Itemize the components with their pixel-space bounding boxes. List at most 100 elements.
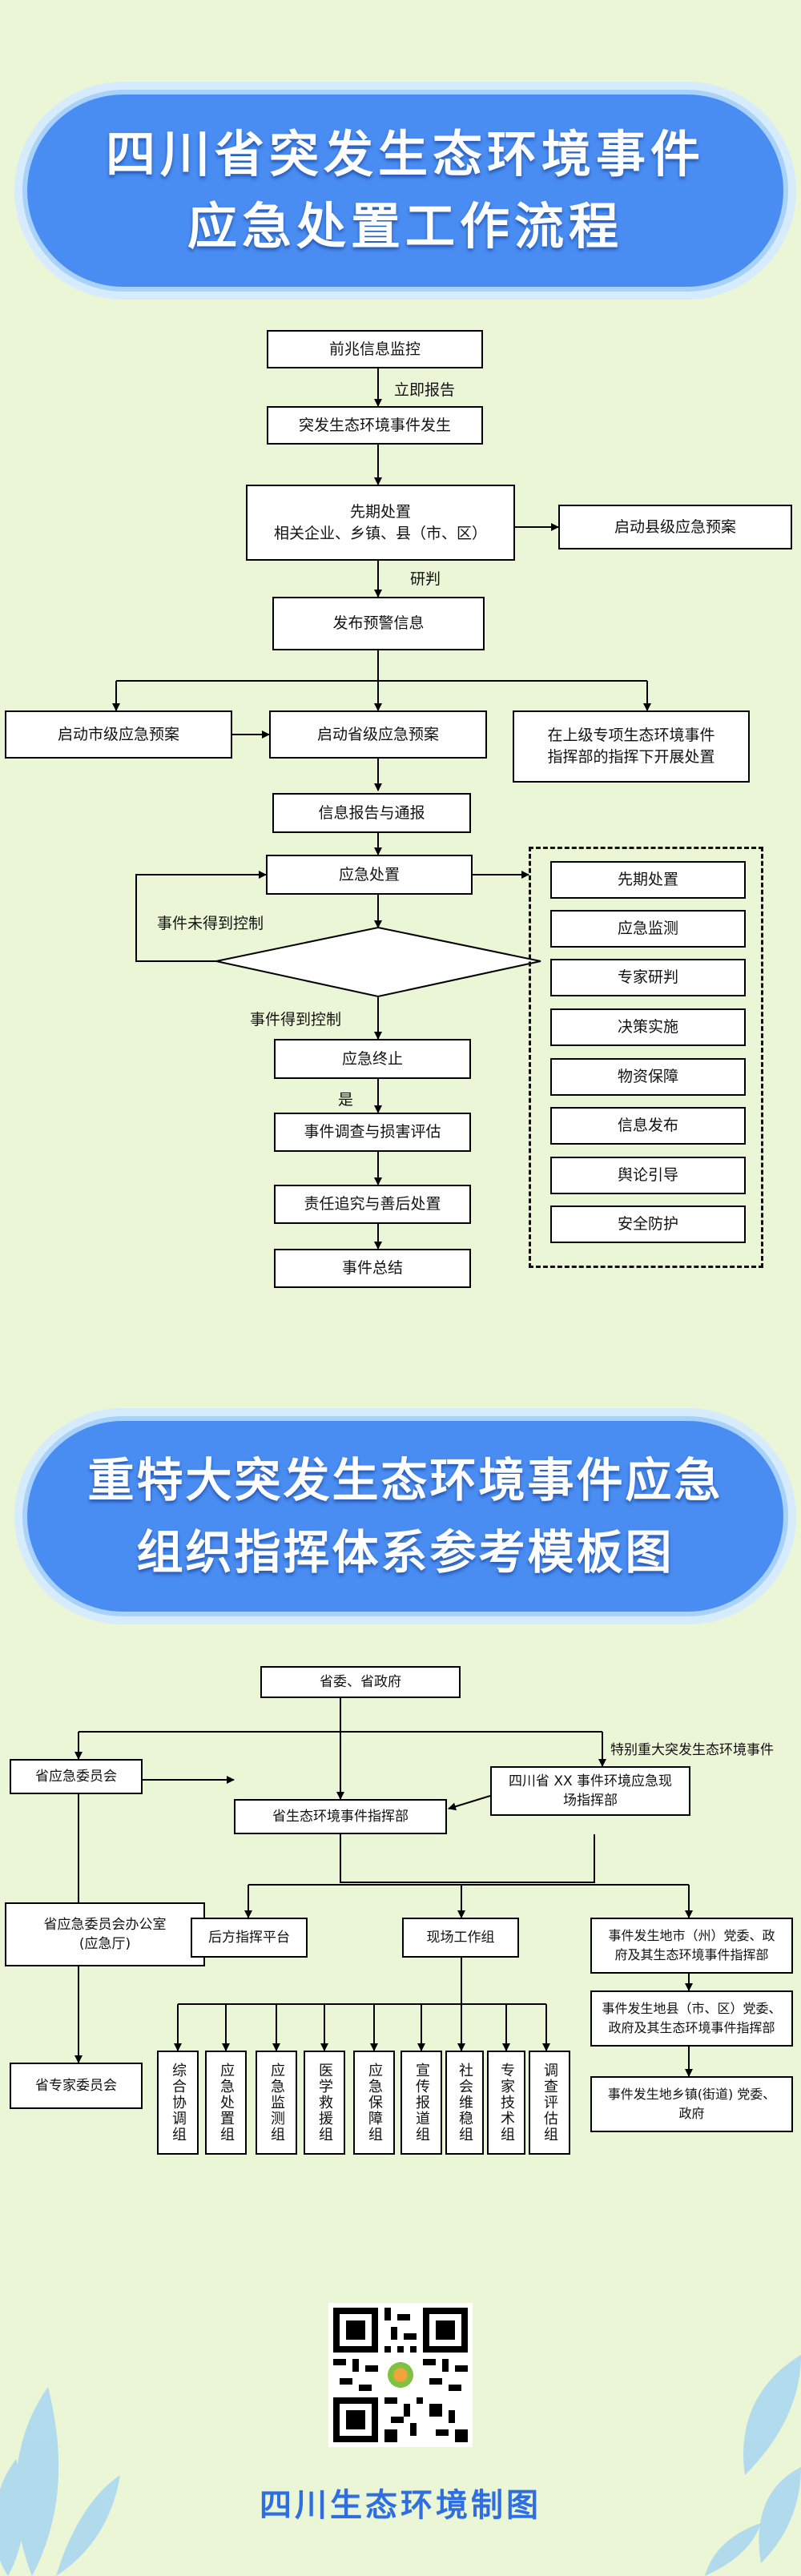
investigation-box: 事件调查与损害评估 [274,1113,471,1152]
city-party-line-2: 府及其生态环境事件指挥部 [614,1947,769,1962]
pre-monitor-label: 前兆信息监控 [328,340,421,358]
office-box: 省应急委员会办公室 (应急厅) [5,1902,205,1966]
title-banner-2: 重特大突发生态环境事件应急 组织指挥体系参考模板图 [22,1416,788,1616]
working-group-box: 调查评估组 [529,2051,570,2155]
town-party-line-1: 事件发生地乡镇(街道) 党委、 [607,2087,776,2102]
city-party-line-1: 事件发生地市（州）党委、政 [608,1928,775,1943]
measure-label: 物资保障 [617,1068,678,1085]
early-disposal-line-1: 先期处置 [349,502,411,521]
county-party-line-1: 事件发生地县（市、区）党委、 [602,2001,782,2016]
city-plan-label: 启动市级应急预案 [57,725,179,743]
title-1-line-2: 应急处置工作流程 [187,197,623,256]
accountability-label: 责任追究与善后处置 [304,1195,441,1213]
working-group-box: 应急监测组 [256,2051,297,2155]
working-group-label: 综合协调组 [170,2063,187,2143]
county-party-box: 事件发生地县（市、区）党委、 政府及其生态环境事件指挥部 [590,1990,793,2047]
measure-label: 决策实施 [617,1018,678,1036]
org-top-label: 省委、省政府 [320,1674,401,1690]
summary-box: 事件总结 [274,1249,471,1288]
event-occurs-label: 突发生态环境事件发生 [298,416,451,434]
province-plan-label: 启动省级应急预案 [316,725,439,743]
measure-label: 舆论引导 [617,1166,678,1184]
report-now-label: 立即报告 [394,381,456,399]
measure-item: 信息发布 [550,1107,746,1145]
measure-item: 先期处置 [550,861,746,899]
office-line-2: (应急厅) [78,1936,131,1952]
site-group-box: 现场工作组 [402,1918,519,1958]
measure-label: 信息发布 [617,1117,678,1134]
higher-command-line-2: 指挥部的指挥下开展处置 [547,748,715,766]
county-plan-label: 启动县级应急预案 [614,517,736,536]
measure-label: 应急监测 [617,920,678,937]
leaf-decoration-icon [705,2355,801,2576]
summary-label: 事件总结 [341,1259,403,1277]
qr-code-icon[interactable] [328,2303,473,2447]
early-disposal-box: 先期处置 相关企业、乡镇、县（市、区） [246,485,515,561]
hq-label: 省生态环境事件指挥部 [272,1809,409,1825]
higher-command-line-1: 在上级专项生态环境事件 [547,727,715,744]
rear-box: 后方指挥平台 [191,1918,308,1958]
not-controlled-label: 事件未得到控制 [157,915,264,932]
measures-panel [529,847,763,1268]
higher-command-box: 在上级专项生态环境事件 指挥部的指挥下开展处置 [513,710,750,783]
working-group-box: 医学救援组 [304,2051,345,2155]
early-disposal-line-2: 相关企业、乡镇、县（市、区） [273,524,487,542]
emergency-disposal-label: 应急处置 [338,865,400,883]
qr-code-pattern [333,2308,468,2442]
county-plan-box: 启动县级应急预案 [558,505,792,549]
termination-box: 应急终止 [274,1039,471,1079]
measure-label: 先期处置 [617,871,678,888]
working-group-label: 社会维稳组 [457,2063,473,2143]
site-hq-line-2: 场指挥部 [563,1793,618,1809]
working-group-label: 调查评估组 [541,2063,558,2143]
special-note-label: 特别重大突发生态环境事件 [610,1742,774,1758]
title-2-line-1: 重特大突发生态环境事件应急 [87,1453,723,1507]
city-party-box: 事件发生地市（州）党委、政 府及其生态环境事件指挥部 [590,1918,793,1974]
province-plan-box: 启动省级应急预案 [269,710,487,759]
working-group-box: 宣传报道组 [400,2051,442,2155]
pre-monitor-box: 前兆信息监控 [267,330,483,368]
measure-item: 物资保障 [550,1058,746,1096]
accountability-box: 责任追究与善后处置 [274,1185,471,1224]
org-top-box: 省委、省政府 [260,1666,461,1698]
town-party-box: 事件发生地乡镇(街道) 党委、 政府 [590,2076,793,2132]
measure-item: 应急监测 [550,910,746,948]
title-banner-1: 四川省突发生态环境事件 应急处置工作流程 [22,90,788,292]
investigation-label: 事件调查与损害评估 [304,1123,441,1141]
measure-label: 安全防护 [617,1215,678,1233]
committee-label: 省应急委员会 [35,1769,117,1785]
measure-item: 安全防护 [550,1205,746,1243]
controlled-label: 事件得到控制 [250,1011,342,1028]
measure-label: 专家研判 [617,968,678,986]
working-group-box: 应急处置组 [205,2051,247,2155]
expert-committee-box: 省专家委员会 [10,2063,143,2109]
rear-label: 后方指挥平台 [208,1930,290,1946]
working-group-label: 应急保障组 [366,2063,383,2143]
county-party-line-2: 政府及其生态环境事件指挥部 [608,2020,775,2035]
working-group-label: 专家技术组 [498,2063,515,2143]
warning-label: 发布预警信息 [332,614,425,632]
yes-label: 是 [338,1091,354,1109]
town-party-line-2: 政府 [678,2106,705,2121]
leaf-decoration-icon [0,2387,120,2576]
working-group-label: 应急处置组 [218,2063,235,2143]
office-line-1: 省应急委员会办公室 [43,1917,167,1933]
working-group-label: 宣传报道组 [413,2063,430,2143]
emergency-disposal-box: 应急处置 [266,855,473,895]
title-2-line-2: 组织指挥体系参考模板图 [136,1525,674,1580]
measure-item: 专家研判 [550,959,746,996]
working-group-box: 应急保障组 [353,2051,395,2155]
site-group-label: 现场工作组 [426,1930,495,1946]
research-label: 研判 [410,570,441,588]
site-hq-line-1: 四川省 XX 事件环境应急现 [508,1773,673,1789]
committee-box: 省应急委员会 [10,1759,143,1794]
city-plan-box: 启动市级应急预案 [5,710,232,759]
title-1-line-1: 四川省突发生态环境事件 [105,125,705,183]
expert-committee-label: 省专家委员会 [35,2078,117,2094]
working-group-label: 应急监测组 [268,2063,285,2143]
info-report-label: 信息报告与通报 [318,803,425,822]
brand-footer: 四川生态环境制图 [260,2486,541,2524]
termination-label: 应急终止 [341,1049,403,1068]
